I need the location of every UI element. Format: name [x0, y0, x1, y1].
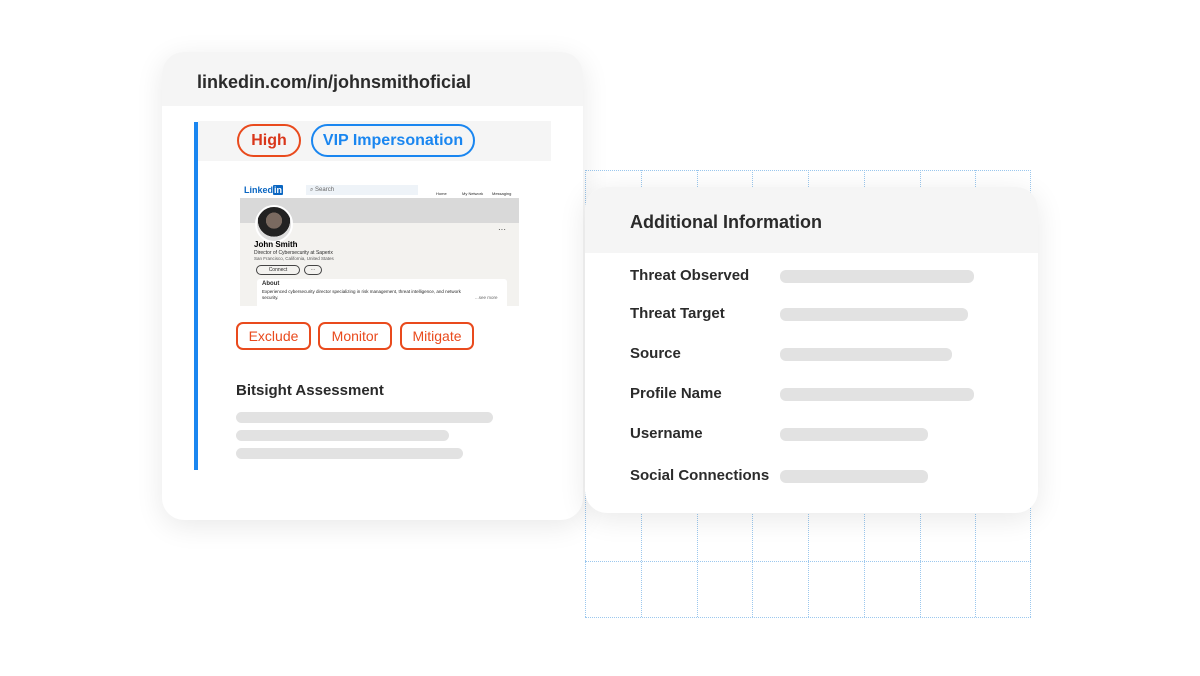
severity-badge: High — [237, 124, 301, 157]
card-title: Additional Information — [585, 187, 1038, 253]
category-badge: VIP Impersonation — [311, 124, 475, 157]
assessment-title: Bitsight Assessment — [236, 382, 384, 399]
linkedin-logo: Linked — [244, 185, 274, 195]
skeleton-value — [780, 308, 968, 321]
linkedin-logo-in: in — [273, 185, 284, 195]
search-placeholder: Search — [315, 187, 335, 193]
field-label: Source — [630, 345, 681, 362]
field-label: Profile Name — [630, 385, 722, 402]
skeleton-value — [780, 270, 974, 283]
monitor-button[interactable]: Monitor — [318, 322, 392, 350]
profile-location: San Francisco, California, United States — [254, 256, 334, 261]
nav-home[interactable]: Home — [436, 191, 447, 196]
skeleton-value — [780, 348, 952, 361]
more-button[interactable]: ··· — [304, 265, 322, 275]
skeleton-line — [236, 412, 493, 423]
tag-row — [198, 121, 551, 161]
nav-my-network[interactable]: My Network — [462, 191, 484, 196]
more-menu-icon[interactable]: ··· — [498, 225, 506, 234]
skeleton-value — [780, 388, 974, 401]
mitigate-button[interactable]: Mitigate — [400, 322, 474, 350]
skeleton-value — [780, 470, 928, 483]
field-label: Threat Target — [630, 305, 725, 322]
connect-button[interactable]: Connect — [256, 265, 300, 275]
accent-bar — [194, 122, 198, 470]
avatar — [255, 205, 293, 243]
linkedin-profile-preview: Linkedin ⌕ Search Home My Network Messag… — [240, 183, 519, 306]
see-more-link[interactable]: ...see more — [475, 295, 498, 300]
exclude-button[interactable]: Exclude — [236, 322, 311, 350]
threat-card: linkedin.com/in/johnsmithoficial High VI… — [162, 52, 583, 520]
additional-info-card: Additional Information Threat Observed T… — [585, 187, 1038, 513]
field-label: Social Connections — [630, 467, 770, 484]
profile-url: linkedin.com/in/johnsmithoficial — [162, 52, 583, 106]
nav-messaging[interactable]: Messaging — [492, 191, 512, 196]
profile-headline: Director of Cybersecurity at Saperix — [254, 250, 333, 256]
skeleton-value — [780, 428, 928, 441]
about-text: Experienced cybersecurity director speci… — [262, 289, 461, 300]
search-input[interactable]: ⌕ Search — [306, 185, 418, 195]
profile-name: John Smith — [254, 240, 298, 249]
skeleton-line — [236, 430, 449, 441]
about-section: About Experienced cybersecurity director… — [257, 279, 507, 306]
field-label: Username — [630, 425, 703, 442]
about-title: About — [262, 281, 280, 287]
skeleton-line — [236, 448, 463, 459]
field-label: Threat Observed — [630, 267, 750, 284]
